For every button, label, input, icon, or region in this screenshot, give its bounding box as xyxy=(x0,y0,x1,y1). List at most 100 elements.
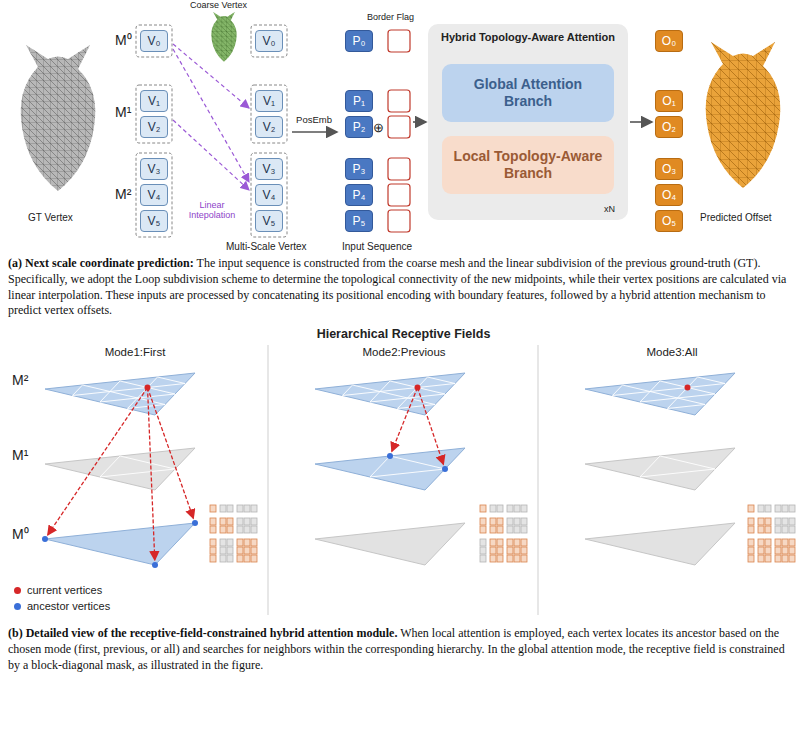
ancestor-arrow xyxy=(148,388,155,561)
node-text: V₁ xyxy=(263,94,275,108)
subdivision-edge xyxy=(390,456,445,469)
mask-cell xyxy=(765,547,771,554)
mask-cell xyxy=(497,526,503,533)
node-text: Global Attention Branch xyxy=(442,76,614,110)
node-text: V₃ xyxy=(263,162,276,176)
mask-cell xyxy=(220,518,226,525)
vertex-dot xyxy=(685,385,691,391)
subdivision-edge xyxy=(390,381,445,394)
label: xN xyxy=(604,204,615,214)
mask-cell xyxy=(765,555,771,562)
mask-cell xyxy=(514,518,520,525)
mask-cell xyxy=(507,505,513,512)
caption-text: (a) Next scale coordinate prediction: xyxy=(8,256,194,270)
subdivision-edge xyxy=(100,469,175,477)
mask-cell xyxy=(227,539,233,546)
mask-cell xyxy=(210,539,216,546)
subdivision-edge xyxy=(343,385,353,396)
subdivision-edge xyxy=(623,385,706,405)
node-text: P₃ xyxy=(353,162,366,176)
mask-cell xyxy=(748,547,754,554)
mask-cell xyxy=(251,518,257,525)
mask-cell xyxy=(251,555,257,562)
node-text: P₀ xyxy=(353,34,366,48)
mask-cell xyxy=(251,547,257,554)
mask-cell xyxy=(748,505,754,512)
subdivision-edge xyxy=(668,377,698,409)
offset-box: O₃ xyxy=(655,158,683,180)
branch-box: Global Attention Branch xyxy=(442,64,614,122)
node-text: P₁ xyxy=(353,94,365,108)
mask-cell xyxy=(507,518,513,525)
mask-cell xyxy=(480,526,486,533)
ancestor-arrow xyxy=(148,388,194,519)
mask-cell xyxy=(490,505,496,512)
subdivision-edge xyxy=(668,405,706,409)
mask-cell xyxy=(521,518,527,525)
scale-group xyxy=(136,25,287,237)
receptive-field-art xyxy=(42,373,795,568)
mask-cell xyxy=(789,526,795,533)
node-text: V₁ xyxy=(148,94,160,108)
offset-box: O₁ xyxy=(655,90,683,112)
node-text: V₄ xyxy=(263,188,276,202)
mask-cell xyxy=(244,547,250,554)
mask-cell xyxy=(220,526,226,533)
offset-box: O₅ xyxy=(655,210,683,232)
caption-text: (b) Detailed view of the receptive-field… xyxy=(8,626,397,640)
legend-swatch xyxy=(14,587,21,594)
mask-cell xyxy=(507,526,513,533)
label: Mode1:First xyxy=(10,346,260,359)
node-text: O₂ xyxy=(662,120,676,134)
node-text: O₀ xyxy=(662,34,676,48)
subdivision-edge xyxy=(370,456,390,477)
mask-cell xyxy=(514,539,520,546)
mask-cell xyxy=(521,526,527,533)
mask-cell xyxy=(758,539,764,546)
mask-cell xyxy=(490,539,496,546)
mask-cell xyxy=(497,555,503,562)
vertex-dot xyxy=(442,466,448,472)
node-text: O₄ xyxy=(662,188,676,202)
mesh-face xyxy=(315,523,465,565)
separator xyxy=(268,345,538,615)
mask-cell xyxy=(775,526,781,533)
mask-cell xyxy=(765,539,771,546)
node-text: Hybrid Topology-Aware Attention xyxy=(441,31,615,43)
mask-cell xyxy=(497,539,503,546)
branch-box: Local Topology-Aware Branch xyxy=(442,136,614,194)
token-box: P₀ xyxy=(345,30,373,52)
vertex-box: V₄ xyxy=(140,184,168,206)
mask-cell xyxy=(514,526,520,533)
mask-cell xyxy=(789,539,795,546)
mask-cell xyxy=(514,505,520,512)
label: Border Flag xyxy=(367,12,414,22)
attention-panel: Hybrid Topology-Aware AttentionGlobal At… xyxy=(428,24,628,220)
label: M¹ xyxy=(12,447,28,463)
mesh-face xyxy=(45,373,195,415)
subdivision-edge xyxy=(73,384,186,396)
vertex-box: V₄ xyxy=(255,184,283,206)
label: Mode3:All xyxy=(544,346,800,359)
mask-cell xyxy=(782,555,788,562)
node-text: P₂ xyxy=(353,120,366,134)
node-text: O₅ xyxy=(662,214,676,228)
token-box: P₅ xyxy=(345,210,373,232)
mask-cell xyxy=(775,539,781,546)
mask-cell xyxy=(748,539,754,546)
interpolation-arrow xyxy=(173,44,249,190)
legend-item: ancestor vertices xyxy=(14,598,110,614)
mask-cell xyxy=(490,547,496,554)
vertex-box: V₅ xyxy=(255,210,283,232)
coarse-mesh xyxy=(211,12,236,62)
label: ⊕ xyxy=(373,121,384,136)
mask-cell xyxy=(521,555,527,562)
vertex-box: V₀ xyxy=(140,30,168,52)
mask-cell xyxy=(480,555,486,562)
mask-cell xyxy=(480,539,486,546)
mask-cell xyxy=(490,518,496,525)
label: M⁰ xyxy=(12,526,29,542)
label: M² xyxy=(115,186,131,202)
mask-cell xyxy=(782,518,788,525)
mask-cell xyxy=(765,518,771,525)
